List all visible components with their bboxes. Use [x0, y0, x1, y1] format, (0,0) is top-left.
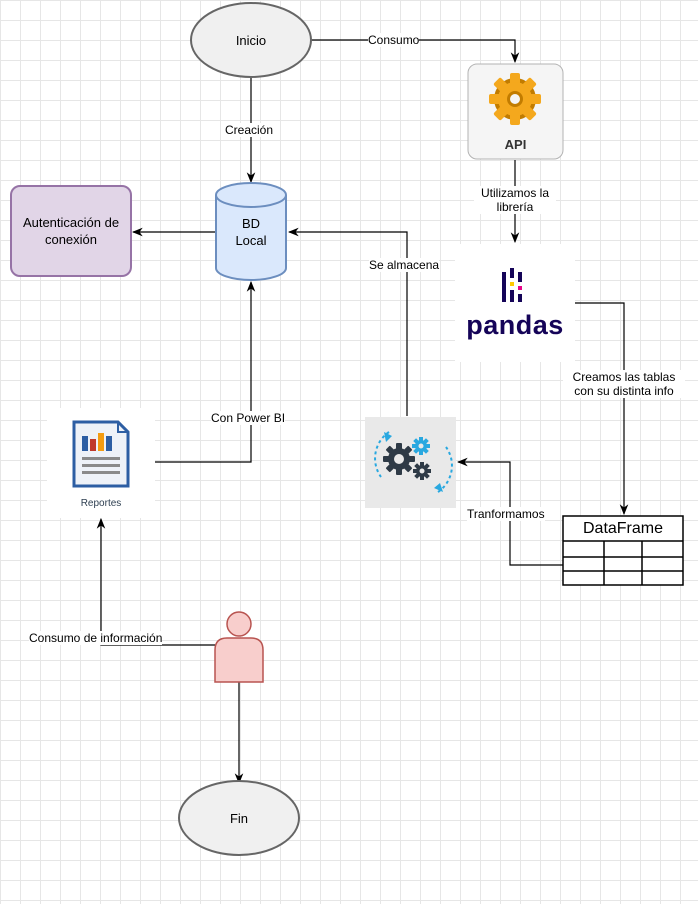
edge-label-creacion: Creación [225, 123, 274, 137]
bd-label-line1: BD [241, 215, 261, 231]
pandas-wordmark: pandas [466, 309, 564, 340]
start-node [190, 2, 312, 78]
edge-label-con-power-bi: Con Power BI [211, 411, 286, 425]
edge-label-consumo-info: Consumo de información [29, 631, 163, 645]
edge-user-reportes [96, 517, 215, 646]
report-icon [72, 420, 130, 488]
user-icon [214, 611, 264, 683]
edge-pandas-dataframe [574, 302, 629, 516]
edge-label-tranformamos: Tranformamos [467, 507, 545, 521]
edge-label-utilizamos: Utilizamos la librería [474, 186, 556, 214]
database-icon [215, 182, 287, 281]
auth-label: Autenticación de conexión [22, 215, 120, 247]
reportes-label: Reportes [80, 497, 122, 509]
edge-gears-bd [287, 227, 408, 416]
edge-label-consumo: Consumo [368, 33, 420, 47]
gear-icon [489, 73, 541, 125]
api-label: API [504, 136, 527, 152]
pandas-logo-bg [455, 244, 575, 362]
edge-label-creamos: Creamos las tablas con su distinta info [563, 370, 685, 398]
end-node [178, 780, 300, 856]
dataframe-header: DataFrame [582, 520, 664, 537]
start-node-label: Inicio [235, 32, 267, 48]
dataframe-table [562, 515, 684, 586]
pandas-logo [502, 268, 522, 302]
gears-process-icon [365, 417, 456, 508]
end-node-label: Fin [229, 810, 249, 826]
auth-box [10, 185, 132, 277]
edge-reportes-bd [155, 280, 256, 463]
edge-label-se-almacena: Se almacena [369, 258, 440, 272]
bd-label-line2: Local [235, 232, 267, 248]
